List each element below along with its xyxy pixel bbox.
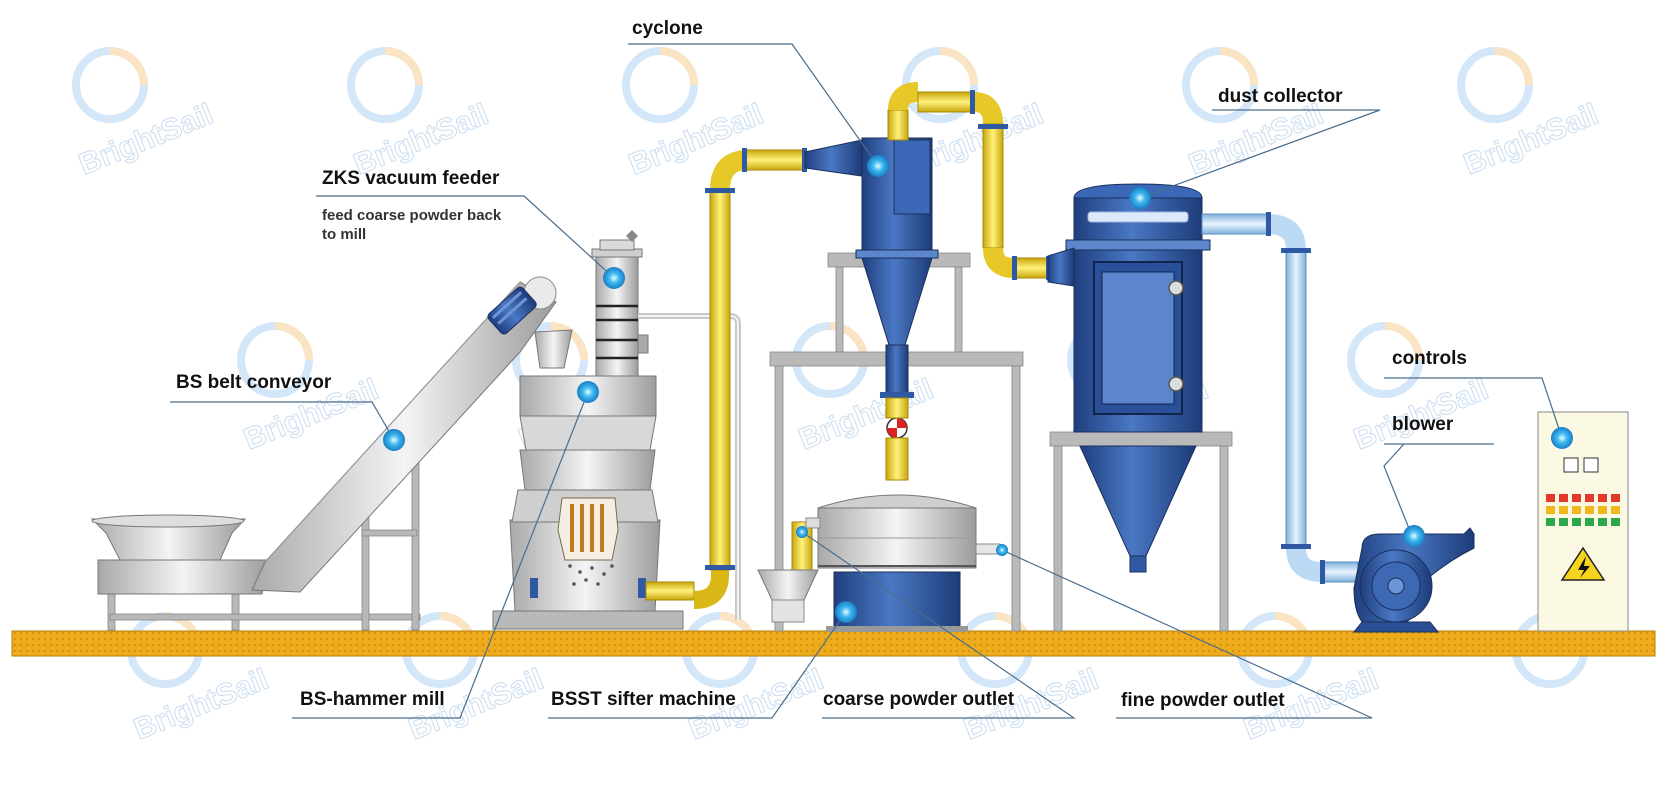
hotspot-icon[interactable] [383,429,405,451]
hotspot-icon[interactable] [796,526,808,538]
hotspot-icon[interactable] [1403,525,1425,547]
label-blower: blower [1392,414,1454,435]
label-fine-outlet: fine powder outlet [1121,690,1285,711]
hotspot-icon[interactable] [603,267,625,289]
label-hammer-mill: BS-hammer mill [300,689,445,710]
label-cyclone: cyclone [632,18,703,39]
lightning-warning-icon [1560,546,1606,581]
hotspot-icon[interactable] [996,544,1008,556]
watermark-text: BrightSail [129,663,273,747]
labels: cyclone dust collector ZKS vacuum feeder… [176,18,1467,711]
label-sifter: BSST sifter machine [551,689,736,710]
brightsail-logo-icon: BrightSail [347,47,494,182]
floor-platform [11,630,1656,657]
yellow-pipe-mill-to-cyclone [645,148,807,609]
dust-collector [1047,183,1233,632]
brightsail-logo-icon: BrightSail [72,47,219,182]
hotspot-icon[interactable] [867,155,889,177]
label-belt-conveyor: BS belt conveyor [176,372,332,393]
label-dust-collector: dust collector [1218,86,1343,107]
brightsail-logo-icon: BrightSail [1347,322,1494,457]
hotspot-icon[interactable] [1129,187,1151,209]
label-vacuum-feeder-note-1: feed coarse powder back [322,207,502,224]
label-vacuum-feeder: ZKS vacuum feeder [322,168,500,189]
watermark-text: BrightSail [1459,98,1603,182]
yellow-pipe-cyclone-to-collector [887,82,1051,280]
watermark-text: BrightSail [74,98,218,182]
hotspot-icon[interactable] [1551,427,1573,449]
blower-fan [1352,527,1475,633]
brightsail-logo-icon: BrightSail [792,322,939,457]
hotspot-icon[interactable] [577,381,599,403]
brightsail-logo-icon: BrightSail [1457,47,1604,182]
cyclone-separator [769,137,1024,632]
hotspot-icon[interactable] [835,601,857,623]
label-vacuum-feeder-note-2: to mill [322,226,366,243]
leader-lines [170,43,1563,719]
hotspots [383,155,1573,623]
control-cabinet [1537,411,1629,632]
hammer-mill [492,375,684,630]
sifter-machine [757,494,1001,632]
label-coarse-outlet: coarse powder outlet [823,689,1015,710]
blue-pipe-collector-to-blower [1201,212,1359,584]
indicator-lights [1546,494,1620,526]
belt-conveyor [90,276,573,631]
label-controls: controls [1392,348,1467,369]
brightsail-logo-icon: BrightSail [1182,47,1329,182]
hammer-chamber-window [557,497,619,586]
watermark-text: BrightSail [794,373,938,457]
